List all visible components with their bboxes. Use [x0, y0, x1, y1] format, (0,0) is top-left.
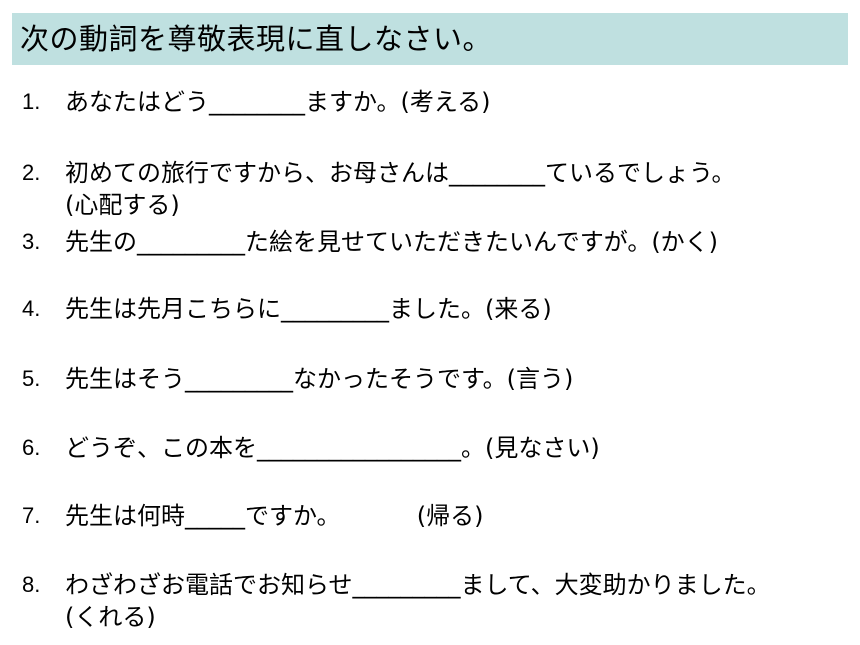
item-text: 先生の_________た絵を見せていただきたいんですが。(かく) [65, 228, 719, 256]
item-text: わざわざお電話でお知らせ_________まして、大変助かりました。 [65, 571, 771, 599]
item-text: あなたはどう________ますか。(考える) [65, 88, 491, 116]
item-text: 先生はそう_________なかったそうです。(言う) [65, 365, 574, 393]
page-title: 次の動詞を尊敬表現に直しなさい。 [20, 22, 493, 56]
item-number: 6. [22, 435, 41, 460]
item-number: 8. [22, 572, 41, 597]
item-text: 先生は何時_____ですか。 (帰る) [65, 502, 484, 530]
item-number: 4. [22, 296, 41, 321]
item-number: 7. [22, 503, 41, 528]
item-text-continued: (心配する) [65, 191, 180, 219]
item-text-continued: (くれる) [65, 603, 156, 631]
item-number: 5. [22, 366, 41, 391]
item-number: 2. [22, 160, 41, 185]
title-bar: 次の動詞を尊敬表現に直しなさい。 [12, 13, 848, 65]
item-text: 初めての旅行ですから、お母さんは________ているでしょう。 [65, 159, 736, 187]
item-number: 1. [22, 89, 41, 114]
item-text: 先生は先月こちらに_________ました。(来る) [65, 295, 552, 323]
item-number: 3. [22, 229, 41, 254]
item-text: どうぞ、この本を_________________。(見なさい) [65, 434, 600, 462]
